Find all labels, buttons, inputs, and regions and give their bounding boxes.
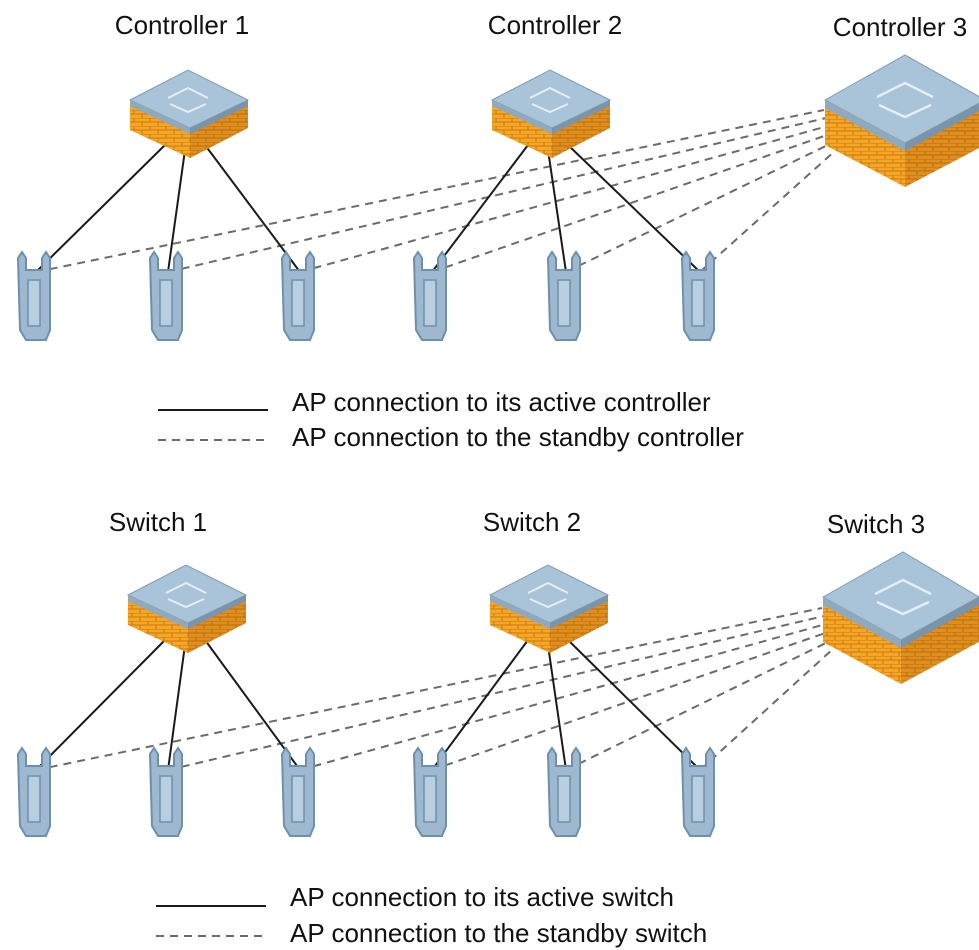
access-point-icon [280, 746, 315, 837]
active-line [567, 639, 701, 771]
legend-standby-label: AP connection to the standby controller [292, 422, 744, 452]
standby-line [167, 117, 827, 273]
controller-diagram: Controller 1 Controller 2 Controller 3 A… [16, 10, 979, 452]
active-line [204, 639, 301, 771]
legend: AP connection to its active switch AP co… [156, 882, 707, 948]
standby-connections [35, 607, 835, 771]
standby-line [299, 623, 827, 771]
device-label: Controller 3 [833, 12, 967, 42]
standby-connections [35, 109, 837, 273]
active-line [35, 639, 166, 771]
access-point-icon [16, 746, 51, 837]
access-point-icon [280, 250, 315, 341]
access-point-icon [16, 250, 51, 341]
standby-line [565, 639, 833, 771]
legend: AP connection to its active controller A… [158, 387, 744, 452]
device-label: Controller 1 [115, 10, 249, 40]
access-point-icon [148, 250, 183, 341]
switch-icon [488, 564, 610, 653]
active-line [567, 144, 701, 273]
standby-line [699, 647, 835, 771]
standby-line [35, 607, 823, 771]
device-label: Controller 2 [488, 10, 622, 40]
legend-standby-label: AP connection to the standby switch [290, 918, 707, 948]
standby-line [431, 133, 831, 273]
standby-line [565, 141, 835, 273]
controller-icon [823, 54, 979, 187]
active-line [431, 639, 529, 771]
access-point-icon [148, 746, 183, 837]
controller-icon [128, 69, 250, 158]
legend-active-label: AP connection to its active switch [290, 882, 674, 912]
active-line [204, 144, 301, 273]
access-point-icon [412, 250, 447, 341]
switch-icon [821, 551, 979, 684]
active-line [167, 149, 186, 273]
active-line [547, 149, 567, 273]
access-point-icon [546, 746, 581, 837]
device-label: Switch 1 [109, 507, 207, 537]
standby-line [299, 125, 829, 273]
standby-line [167, 615, 825, 771]
active-connections [35, 144, 701, 273]
legend-active-label: AP connection to its active controller [292, 387, 711, 417]
ap-row [16, 746, 715, 837]
active-line [547, 644, 567, 771]
controller-icon [490, 69, 612, 158]
active-line [431, 144, 529, 273]
active-line [35, 144, 166, 273]
access-point-icon [680, 250, 715, 341]
access-point-icon [412, 746, 447, 837]
active-line [167, 644, 186, 771]
standby-line [699, 149, 837, 273]
access-point-icon [546, 250, 581, 341]
switch-diagram: Switch 1 Switch 2 Switch 3 AP connection… [16, 507, 979, 948]
active-connections [35, 639, 701, 771]
switch-icon [126, 564, 248, 653]
device-label: Switch 3 [827, 509, 925, 539]
ap-row [16, 250, 715, 341]
device-label: Switch 2 [483, 507, 581, 537]
access-point-icon [680, 746, 715, 837]
